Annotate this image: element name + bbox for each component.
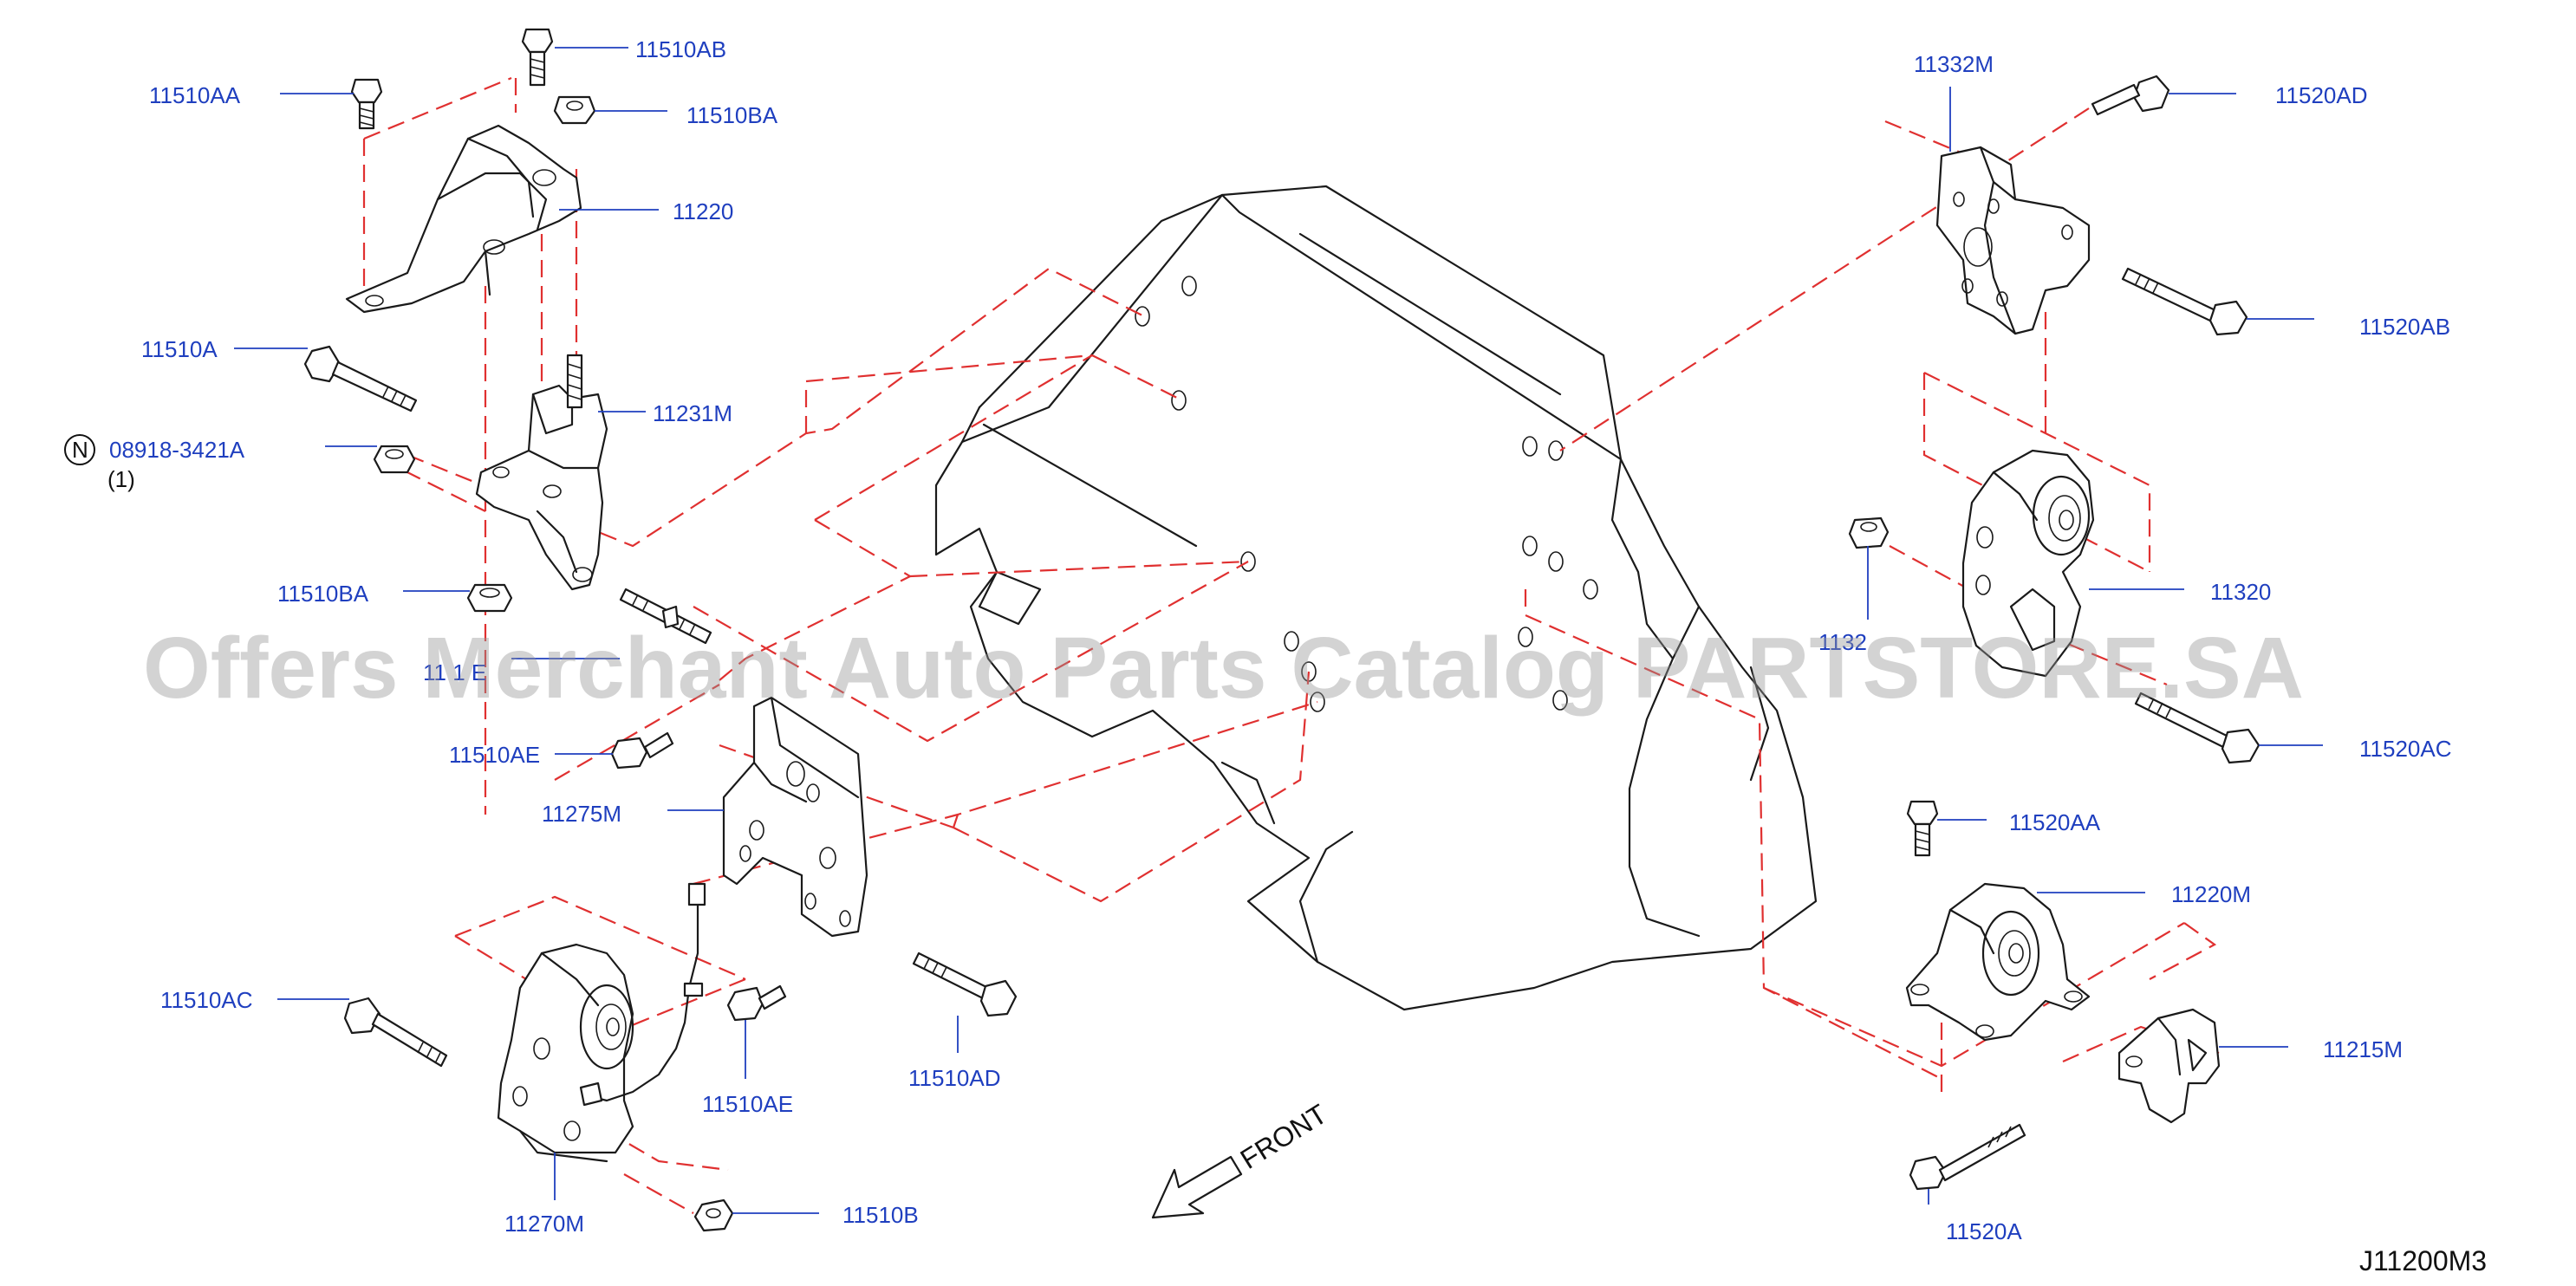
engine-mount-11270M xyxy=(497,943,634,1163)
label-11275M[interactable]: 11275M xyxy=(542,801,621,827)
label-11510BA-low[interactable]: 11510BA xyxy=(277,581,369,607)
mount-bracket-11215M xyxy=(2117,1008,2221,1124)
label-11520AC[interactable]: 11520AC xyxy=(2359,736,2452,762)
engine-block xyxy=(934,185,1818,1011)
bolt-11510AE-top xyxy=(610,731,674,770)
label-11220[interactable]: 11220 xyxy=(673,198,733,224)
label-11332M[interactable]: 11332M xyxy=(1914,51,1994,77)
front-direction-indicator: FRONT xyxy=(1151,1098,1333,1219)
bolt-11510AC xyxy=(343,997,448,1068)
note-marker-N: N xyxy=(64,434,95,465)
label-11510AC[interactable]: 11510AC xyxy=(160,987,253,1013)
label-11215M[interactable]: 11215M xyxy=(2323,1036,2403,1062)
label-11510AE-2[interactable]: 11510AE xyxy=(702,1091,793,1117)
mount-bracket-11275M xyxy=(722,696,868,938)
bolt-11520AC xyxy=(2134,692,2261,764)
bolt-11510AE-low xyxy=(726,984,787,1022)
nut-11510BA-top xyxy=(553,95,596,125)
label-11220M[interactable]: 11220M xyxy=(2171,881,2251,907)
label-1132-partial[interactable]: 1132 xyxy=(1818,629,1867,655)
bolt-11510AB xyxy=(521,28,554,87)
label-08918-3421A[interactable]: 08918-3421A xyxy=(109,437,245,463)
sensor-harness xyxy=(579,882,706,1107)
front-label: FRONT xyxy=(1235,1098,1333,1175)
label-11510AB[interactable]: 11510AB xyxy=(635,36,726,62)
note-quantity: (1) xyxy=(107,466,135,492)
engine-mount-11320 xyxy=(1961,449,2095,678)
label-11231M[interactable]: 11231M xyxy=(653,400,732,426)
label-11510AD[interactable]: 11510AD xyxy=(908,1065,1001,1091)
note-symbol: N xyxy=(72,437,88,463)
label-11520AB[interactable]: 11520AB xyxy=(2359,314,2450,340)
diagram-code: J11200M3 xyxy=(2359,1245,2487,1276)
nut-11510BA-low xyxy=(466,583,513,613)
label-11510B[interactable]: 11510B xyxy=(842,1202,919,1228)
label-11320[interactable]: 11320 xyxy=(2210,579,2271,605)
label-11270M[interactable]: 11270M xyxy=(504,1211,584,1237)
stud-11510E xyxy=(619,588,712,645)
label-11520AA[interactable]: 11520AA xyxy=(2009,809,2101,835)
mount-bracket-11332M xyxy=(1935,146,2091,335)
nut-11320-side xyxy=(1848,516,1890,549)
bolt-11520AB xyxy=(2121,267,2248,336)
washer-nut-08918-3421A xyxy=(373,445,416,474)
nut-11510B xyxy=(693,1198,734,1232)
alignment-lines xyxy=(362,76,2220,1214)
label-11520AD[interactable]: 11520AD xyxy=(2275,82,2368,108)
bolt-11510AA xyxy=(350,78,383,130)
engine-mount-insulator-11220 xyxy=(345,124,582,314)
label-11520A[interactable]: 11520A xyxy=(1946,1218,2022,1244)
leader-lines xyxy=(234,47,2323,1214)
engine-mount-bracket-11231M xyxy=(475,354,608,591)
watermark: Offers Merchant Auto Parts Catalog PARTS… xyxy=(143,620,2304,717)
label-11510E-partial[interactable]: 11 1 E xyxy=(423,659,486,685)
label-11510A[interactable]: 11510A xyxy=(141,336,218,362)
bolt-11520A xyxy=(1909,1123,2026,1191)
bolt-11520AA xyxy=(1906,800,1939,857)
label-11510BA-top[interactable]: 11510BA xyxy=(686,102,778,128)
bolt-11510A xyxy=(303,345,418,412)
label-11510AA[interactable]: 11510AA xyxy=(149,82,241,108)
engine-mount-insulator-11220M xyxy=(1905,882,2091,1042)
part-labels: 11510AA 11510AB 11510BA 11220 11510A 112… xyxy=(64,36,2452,1244)
bolt-11510AD xyxy=(912,952,1018,1017)
label-11510AE-1[interactable]: 11510AE xyxy=(449,742,540,768)
bolt-11520AD xyxy=(2091,75,2170,116)
